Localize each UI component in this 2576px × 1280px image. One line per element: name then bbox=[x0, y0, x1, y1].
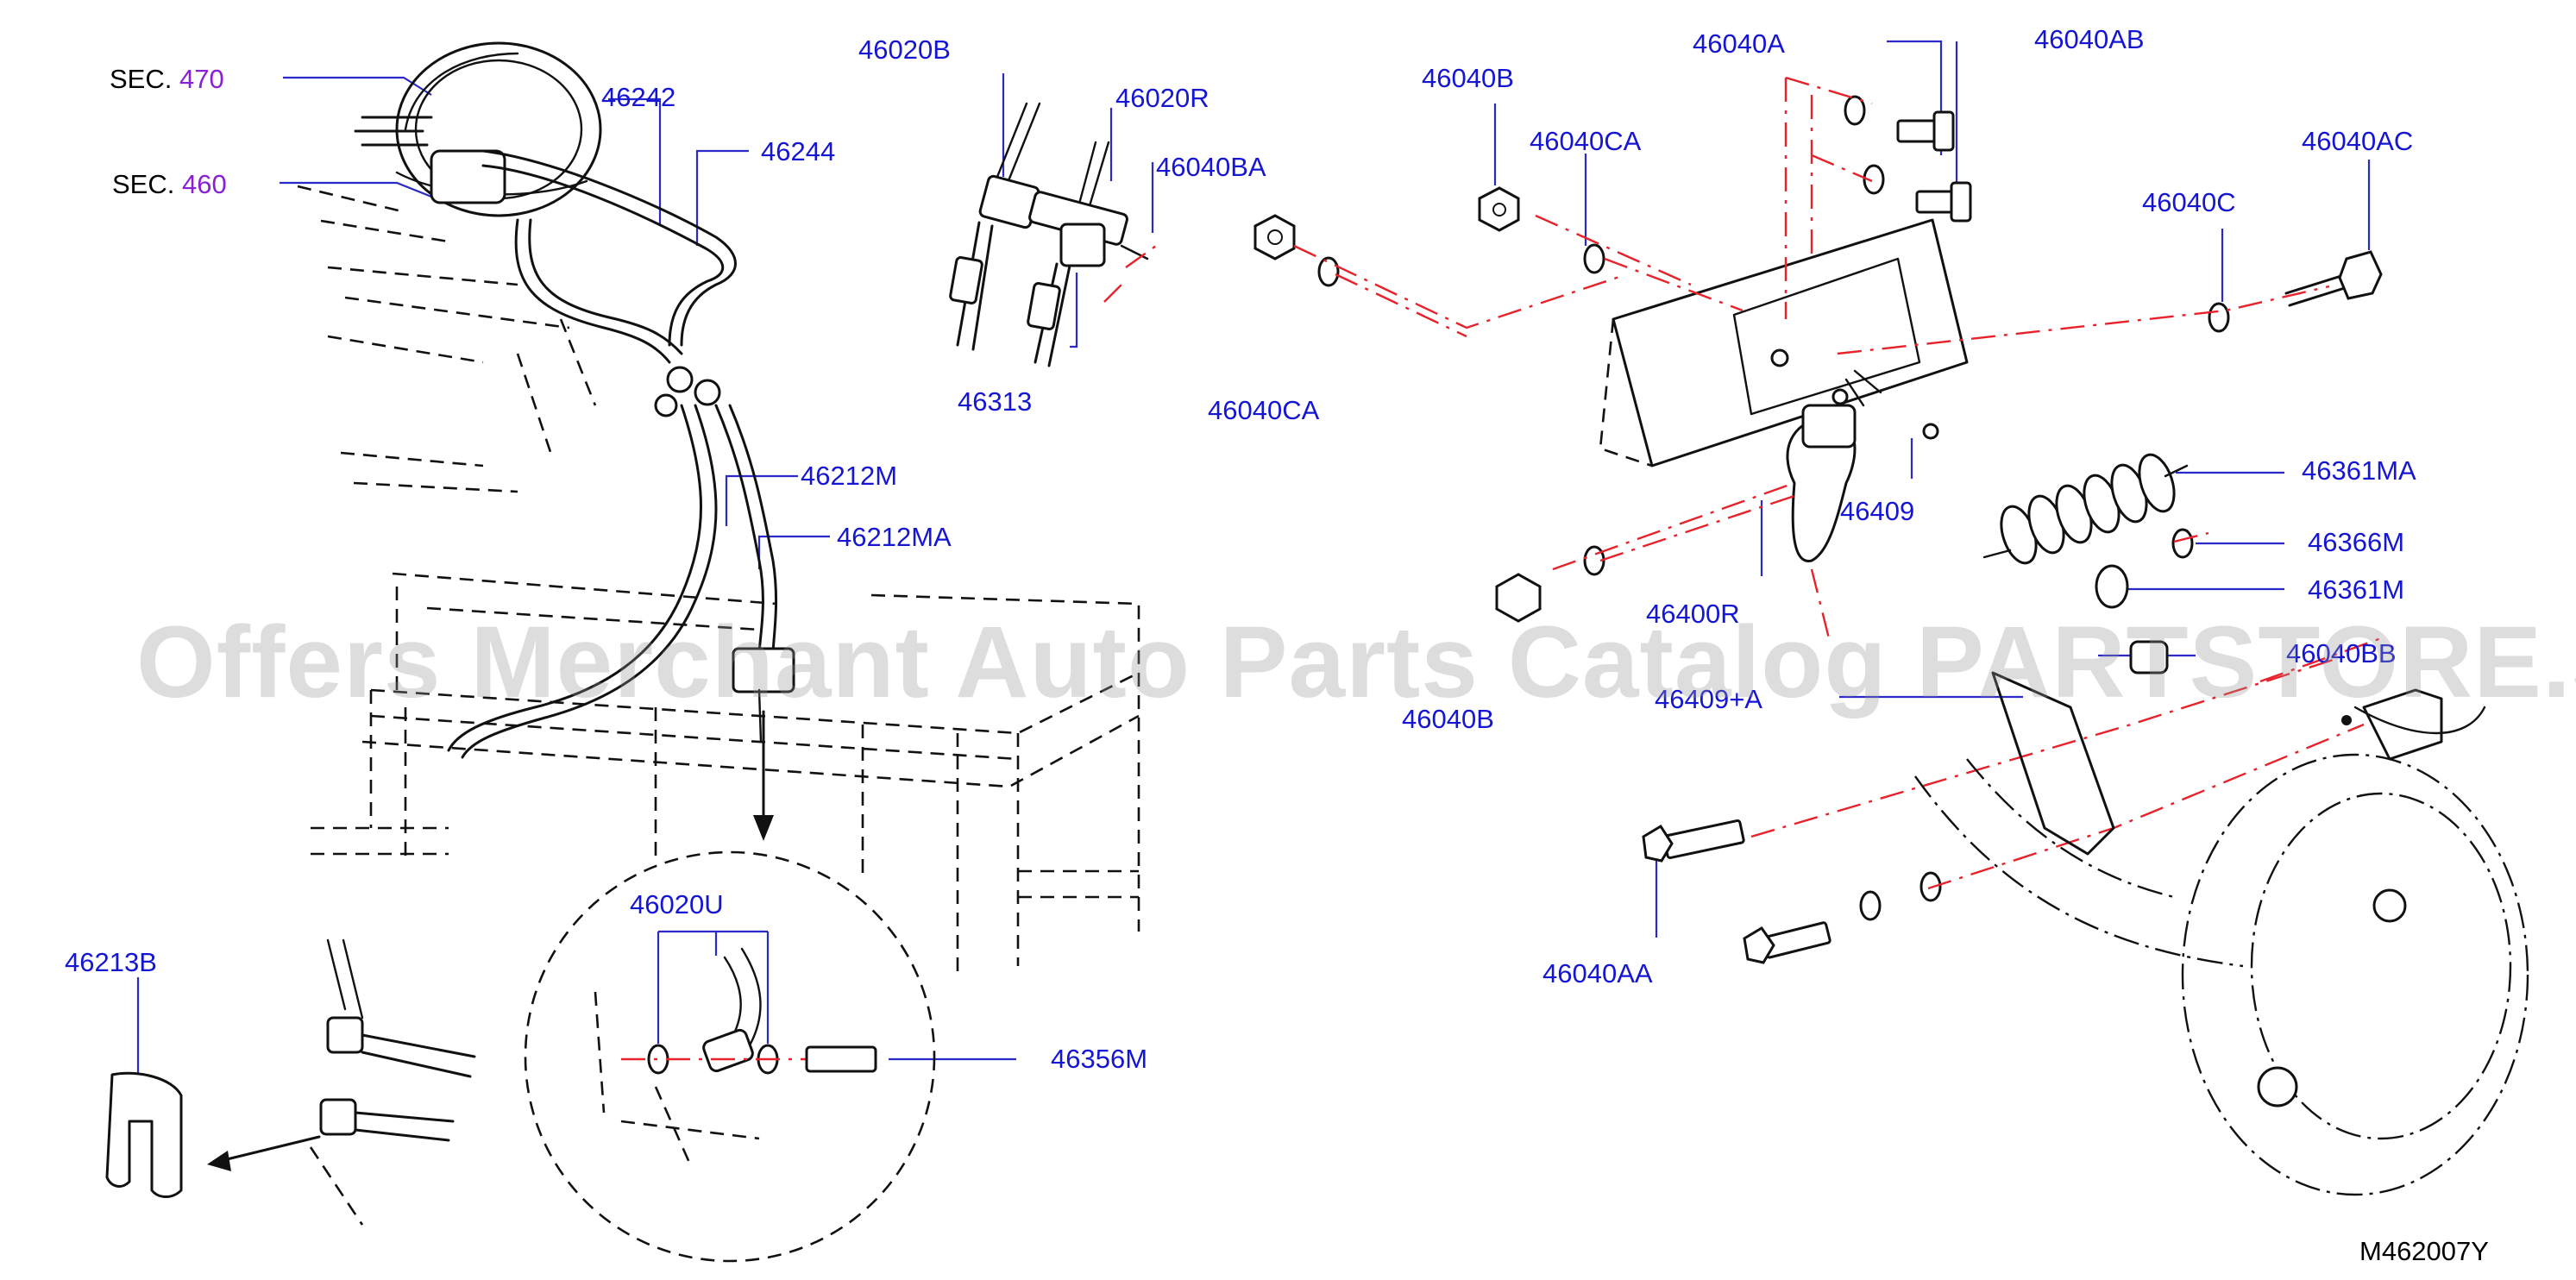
part-label-46361M[interactable]: 46361M bbox=[2308, 574, 2405, 605]
part-label-46040B-bottom[interactable]: 46040B bbox=[1402, 704, 1494, 734]
section-470-prefix: SEC. bbox=[110, 64, 173, 94]
section-460-label[interactable]: SEC. 460 bbox=[112, 171, 227, 198]
leader-lines bbox=[136, 40, 2371, 1075]
fasteners bbox=[1253, 95, 2383, 964]
bracket-assembly bbox=[1599, 218, 1969, 562]
part-label-46020R[interactable]: 46020R bbox=[1115, 83, 1209, 113]
part-label-46409[interactable]: 46409 bbox=[1840, 496, 1915, 526]
watermark: Offers Merchant Auto Parts Catalog PARTS… bbox=[136, 605, 2576, 719]
cable-46212M-46212MA bbox=[447, 366, 795, 759]
section-460-number[interactable]: 460 bbox=[181, 169, 227, 199]
part-label-46361MA[interactable]: 46361MA bbox=[2302, 455, 2416, 486]
part-label-46409A[interactable]: 46409+A bbox=[1655, 684, 1762, 714]
lever-cables-46020B-46313 bbox=[949, 102, 1157, 367]
part-label-46040C[interactable]: 46040C bbox=[2142, 187, 2236, 217]
part-label-46040B-top[interactable]: 46040B bbox=[1422, 63, 1514, 93]
part-label-46020U[interactable]: 46020U bbox=[630, 889, 724, 919]
detail-arrow bbox=[753, 710, 774, 841]
spring-46361MA bbox=[1982, 453, 2189, 565]
part-label-46040CA-top[interactable]: 46040CA bbox=[1530, 126, 1642, 156]
transmission-housing bbox=[1914, 671, 2529, 1196]
drawing-code: M462007Y bbox=[2359, 1236, 2489, 1266]
part-label-46040BA[interactable]: 46040BA bbox=[1156, 152, 1266, 182]
part-label-46356M[interactable]: 46356M bbox=[1051, 1044, 1148, 1074]
part-label-46040BB[interactable]: 46040BB bbox=[2286, 638, 2397, 668]
clip-46213B bbox=[105, 938, 476, 1226]
part-label-46020B[interactable]: 46020B bbox=[858, 35, 951, 65]
frame-crossmember bbox=[311, 587, 1140, 975]
part-label-46213B[interactable]: 46213B bbox=[65, 947, 157, 977]
detail-circle bbox=[524, 850, 936, 1263]
part-label-46212M[interactable]: 46212M bbox=[801, 461, 898, 491]
part-label-46040CA-left[interactable]: 46040CA bbox=[1208, 395, 1320, 425]
part-label-46212MA[interactable]: 46212MA bbox=[837, 522, 952, 552]
part-label-46313[interactable]: 46313 bbox=[958, 386, 1033, 417]
cable-46242-46244 bbox=[481, 149, 737, 364]
part-label-46366M[interactable]: 46366M bbox=[2308, 527, 2405, 557]
section-470-label[interactable]: SEC. 470 bbox=[110, 66, 224, 92]
part-label-46040AB[interactable]: 46040AB bbox=[2034, 24, 2145, 54]
section-460-prefix: SEC. bbox=[112, 169, 175, 199]
part-label-46040AC[interactable]: 46040AC bbox=[2302, 126, 2414, 156]
section-470-number[interactable]: 470 bbox=[179, 64, 224, 94]
part-label-46242[interactable]: 46242 bbox=[601, 82, 676, 112]
part-label-46040AA[interactable]: 46040AA bbox=[1542, 958, 1653, 988]
part-label-46244[interactable]: 46244 bbox=[761, 136, 836, 166]
transmission-assembly bbox=[297, 41, 777, 631]
part-label-46400R[interactable]: 46400R bbox=[1646, 599, 1740, 629]
part-label-46040A[interactable]: 46040A bbox=[1693, 28, 1785, 59]
